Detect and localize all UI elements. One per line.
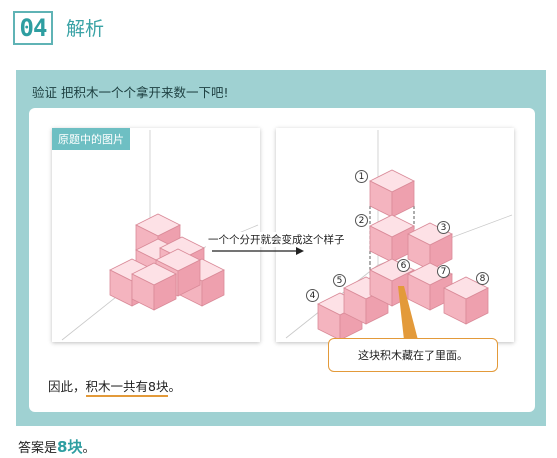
number-label: 2 (355, 214, 368, 227)
cube-2 (369, 214, 415, 263)
panel-tab (16, 70, 278, 110)
cube-1 (369, 169, 415, 218)
original-figure-label: 原题中的图片 (52, 128, 130, 150)
number-label: 5 (333, 274, 346, 287)
transform-arrow (212, 247, 304, 255)
hidden-cube-callout: 这块积木藏在了里面。 (328, 338, 498, 372)
assembled-cubes (109, 213, 225, 311)
number-label: 3 (437, 221, 450, 234)
number-label: 6 (397, 259, 410, 272)
answer-prefix: 答案是 (18, 441, 58, 456)
conclusion-suffix: 。 (168, 379, 181, 394)
conclusion-text: 因此，积木一共有8块。 (48, 376, 181, 397)
transform-label: 一个个分开就会变成这个样子 (206, 232, 347, 247)
callout-pointer (398, 286, 418, 340)
final-answer: 答案是8块。 (18, 436, 95, 457)
number-label: 7 (437, 265, 450, 278)
number-label: 8 (476, 272, 489, 285)
answer-suffix: 。 (82, 441, 96, 456)
number-label: 4 (306, 289, 319, 302)
answer-value: 8块 (57, 438, 83, 456)
section-number-badge: 04 (13, 11, 53, 45)
section-title: 解析 (66, 18, 105, 40)
conclusion-prefix: 因此， (48, 379, 86, 394)
instruction-text: 验证 把积木一个个拿开来数一下吧! (32, 85, 229, 100)
number-label: 1 (355, 170, 368, 183)
conclusion-highlight: 积木一共有8块 (85, 379, 169, 397)
